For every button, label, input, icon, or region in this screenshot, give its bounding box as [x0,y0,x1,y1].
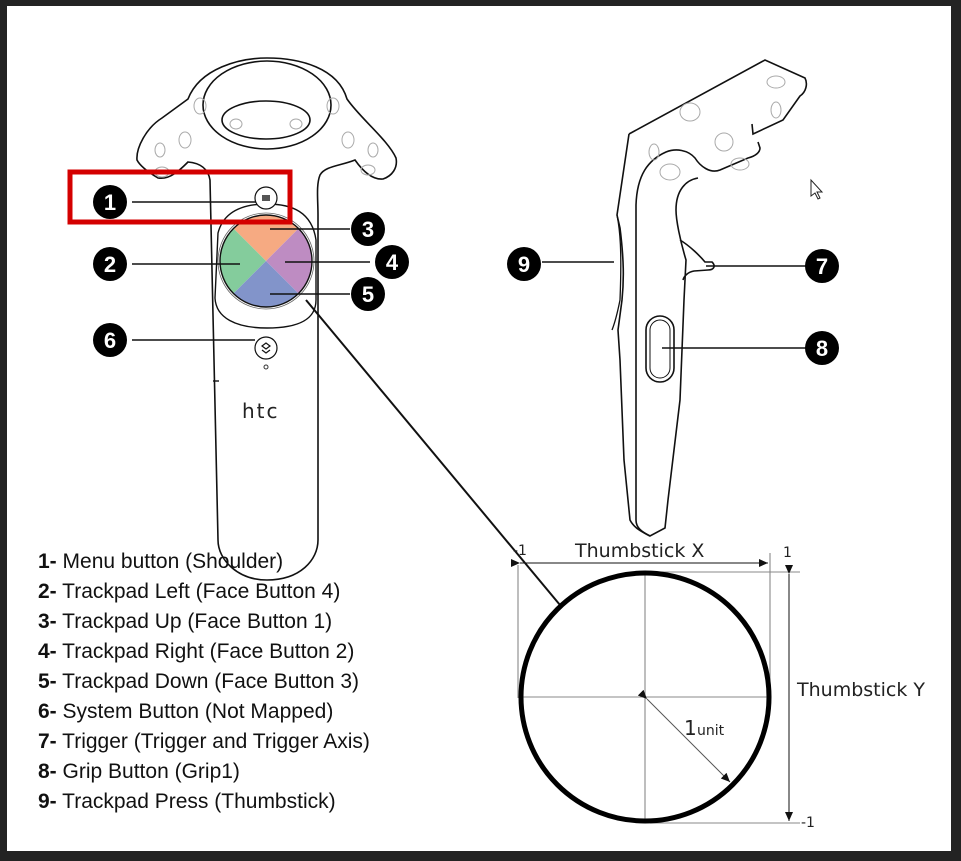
x-min-label: -1 [513,543,527,559]
trackpad-right [266,215,312,307]
menu-highlight-box [67,169,293,225]
callout-6: 6 [93,323,127,357]
radius-unit: unit [697,723,725,739]
callout-9: 9 [507,247,541,281]
trackpad-up [220,215,312,261]
side-controller [611,59,808,537]
svg-text:8: 8 [816,336,828,361]
x-max-label: 1 [783,545,792,561]
legend-item: 3- Trackpad Up (Face Button 1) [38,610,333,633]
callout-badges: 1 2 3 4 5 6 7 8 9 [93,185,839,365]
diagram-canvas: htc 1 [7,6,951,851]
callout-3: 3 [351,212,385,246]
callout-1: 1 [93,185,127,219]
callout-2: 2 [93,247,127,281]
radius-number: 1 [684,716,697,740]
leader-lines-side [542,261,806,349]
x-axis-label: Thumbstick X [574,540,704,562]
mouse-pointer-icon [810,178,824,200]
trackpad-down [220,261,312,307]
callout-4: 4 [375,245,409,279]
callout-7: 7 [805,249,839,283]
grip-button-shape [645,315,675,383]
legend-item: 7- Trigger (Trigger and Trigger Axis) [38,730,370,753]
thumbstick-diagram: Thumbstick X -1 1 Thumbstick Y -1 1 unit [511,540,925,831]
trackpad-to-thumbstick-line [305,299,561,606]
svg-text:2: 2 [104,252,116,277]
svg-text:1: 1 [104,190,116,215]
trackpad-left [220,215,266,307]
tracking-ring [136,57,398,581]
legend-item: 8- Grip Button (Grip1) [38,760,240,783]
front-controller [136,57,398,581]
y-min-label: -1 [801,815,815,831]
thumbstick-circle [518,570,772,824]
ring-core [221,100,311,140]
controller-diagram: htc 1 [67,57,925,831]
trackpad [220,215,312,307]
callout-5: 5 [351,277,385,311]
leader-lines-front [132,201,370,341]
legend-item: 6- System Button (Not Mapped) [38,700,334,723]
svg-text:6: 6 [104,328,116,353]
trigger-shape [679,239,715,281]
legend-item: 5- Trackpad Down (Face Button 3) [38,670,360,693]
legend-item: 9- Trackpad Press (Thumbstick) [38,790,336,813]
system-button-glyph [254,336,278,370]
radius-arrow [637,689,731,783]
svg-text:9: 9 [518,252,530,277]
legend-item: 2- Trackpad Left (Face Button 4) [38,580,341,603]
callout-8: 8 [805,331,839,365]
legend-item: 4- Trackpad Right (Face Button 2) [38,640,355,663]
ring-inner [202,60,332,150]
svg-text:5: 5 [362,282,374,307]
trackpad-surround [214,203,317,329]
svg-text:3: 3 [362,217,374,242]
y-axis-label: Thumbstick Y [796,679,925,701]
mapping-legend: 1- Menu button (Shoulder) 2- Trackpad Le… [38,547,370,817]
svg-text:4: 4 [386,250,399,275]
legend-item: 1- Menu button (Shoulder) [38,550,284,573]
htc-logo: htc [242,399,280,423]
svg-text:7: 7 [816,254,828,279]
menu-button-glyph [254,186,278,210]
